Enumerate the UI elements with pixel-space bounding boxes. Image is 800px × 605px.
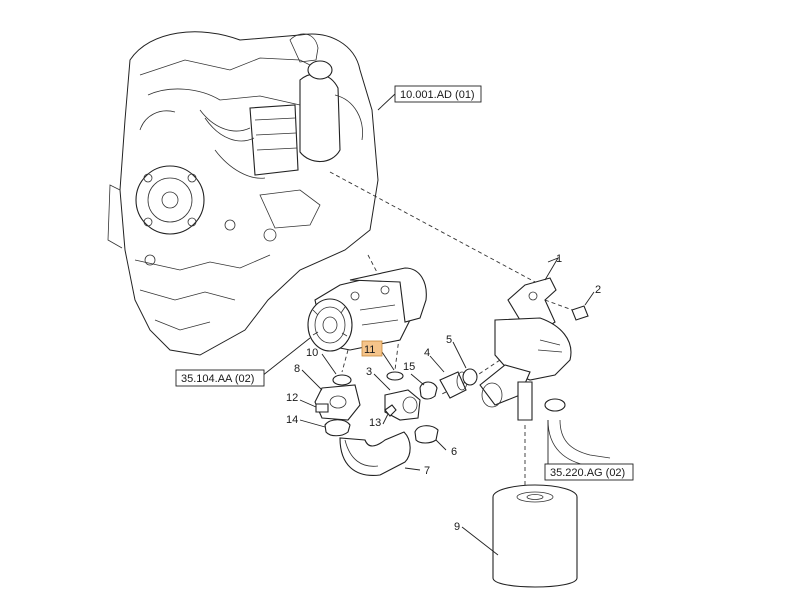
- callout-15[interactable]: 15: [403, 361, 415, 373]
- callout-1[interactable]: 1: [556, 253, 562, 265]
- hydraulic-pump: [307, 267, 427, 352]
- callout-3[interactable]: 3: [366, 366, 372, 378]
- fittings-middle-group: [384, 368, 478, 444]
- callout-14[interactable]: 14: [286, 414, 298, 426]
- engine-block-illustration: [107, 31, 379, 356]
- outgoing-pipe: [547, 419, 613, 469]
- callout-13[interactable]: 13: [369, 417, 381, 429]
- callout-4[interactable]: 4: [424, 347, 430, 359]
- reference-box-pump[interactable]: 35.104.AA (02): [175, 369, 265, 387]
- callout-11[interactable]: 11: [364, 344, 375, 356]
- callout-12[interactable]: 12: [286, 392, 298, 404]
- reference-box-engine[interactable]: 10.001.AD (01): [394, 85, 482, 103]
- callout-11-highlight: [361, 340, 383, 357]
- reference-engine-label: 10.001.AD (01): [400, 89, 475, 101]
- filter-canister: [492, 484, 578, 588]
- callout-8[interactable]: 8: [294, 363, 300, 375]
- reference-box-line[interactable]: 35.220.AG (02): [544, 463, 634, 481]
- fittings-left-group: [314, 374, 411, 476]
- reference-pump-label: 35.104.AA (02): [181, 373, 254, 385]
- filter-head: [479, 277, 589, 421]
- callout-numbers: 1 2 3 4 5 6 7 8 9 10 11 12 13 14 15: [286, 253, 601, 533]
- callout-2[interactable]: 2: [595, 284, 601, 296]
- leader-lines: [261, 93, 595, 556]
- reference-line-label: 35.220.AG (02): [550, 467, 625, 479]
- callout-5[interactable]: 5: [446, 334, 452, 346]
- callout-10[interactable]: 10: [306, 347, 318, 359]
- callout-9[interactable]: 9: [454, 521, 460, 533]
- callout-7[interactable]: 7: [424, 465, 430, 477]
- callout-6[interactable]: 6: [451, 446, 457, 458]
